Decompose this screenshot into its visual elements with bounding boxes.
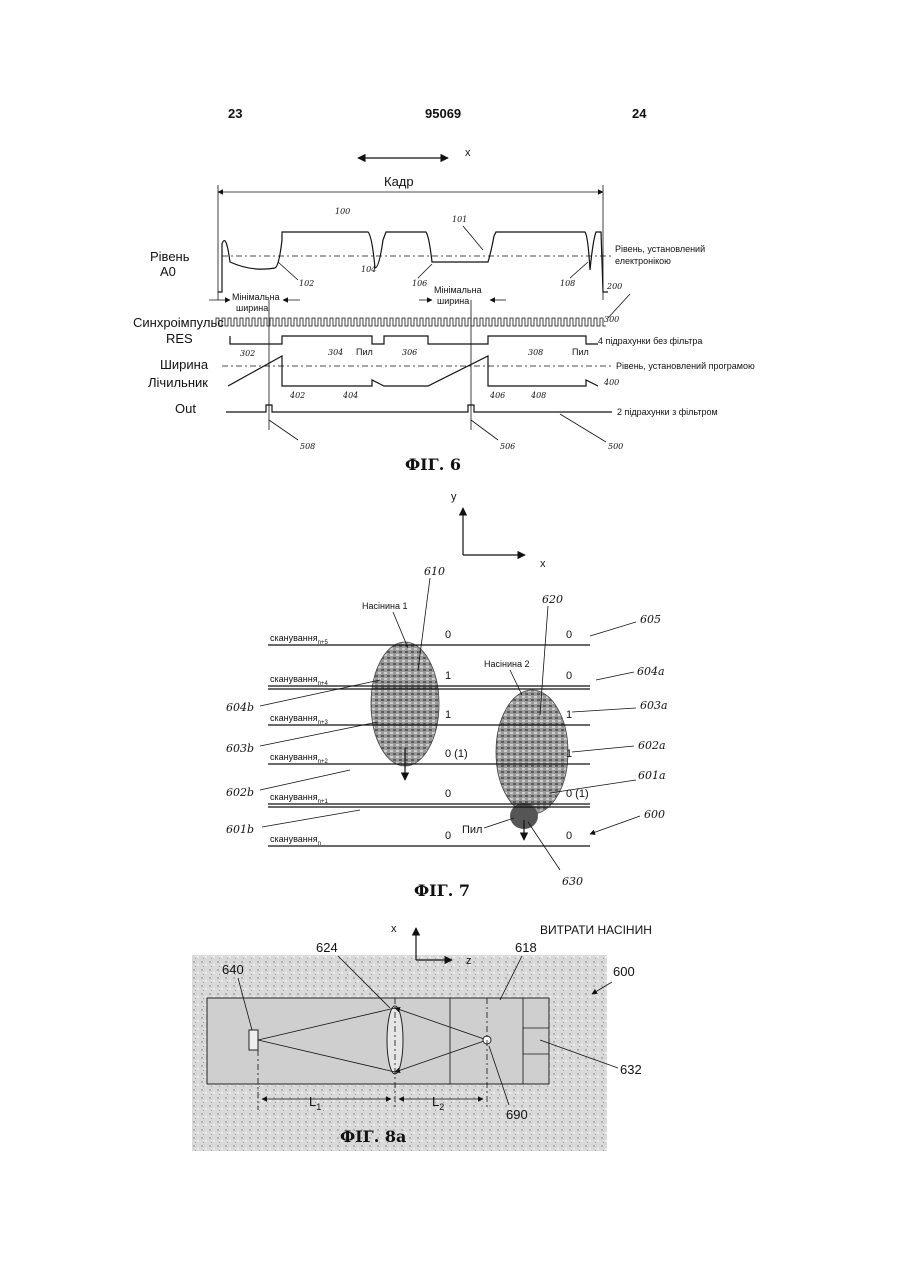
ref-604b: 604b [226,701,254,714]
scan-value-seed2: 0 [566,629,572,641]
level-label-2: A0 [160,264,176,279]
ref-690: 690 [506,1107,528,1122]
ref-508: 508 [300,442,315,451]
electronics-level-label-1: Рівень, установлений [615,244,705,254]
ref-500: 500 [608,442,623,451]
out-label: Out [175,401,196,416]
seed-2-label: Насінина 2 [484,659,529,669]
min-width-right-2: ширина [437,296,469,306]
scan-value-seed2: 1 [566,709,572,721]
fig6-axis-x: x [465,147,471,159]
detector-640 [249,1030,258,1050]
seed-1-label: Насінина 1 [362,601,407,611]
ref-402: 402 [289,391,305,400]
fig8a-axis-z: z [466,955,472,967]
scan-value-seed1: 0 [445,629,451,641]
ref-604a: 604a [637,665,665,678]
ref-630: 630 [562,875,583,888]
ref-406: 406 [489,391,505,400]
frame-label: Кадр [384,174,414,189]
fig8a-axis-x: x [391,923,397,935]
ref-603b: 603b [226,742,254,755]
counter-label: Лічильник [148,375,208,390]
ref-308: 308 [528,348,543,357]
dust-label-1: Пил [356,347,373,357]
ref-620: 620 [542,593,563,606]
scan-value-seed1: 1 [445,709,451,721]
scan-value-seed2: 1 [566,748,572,760]
min-width-right-1: Мінімальна [434,285,482,295]
ref-408: 408 [530,391,546,400]
seed-2 [496,690,568,814]
level-label-1: Рівень [150,249,190,264]
ref-102: 102 [299,279,314,288]
seed-1 [371,642,439,766]
scan-row-label: скануванняn+3 [270,713,328,726]
ref-602a: 602a [638,739,666,752]
ref-600-fig8a: 600 [613,964,635,979]
out-signal [226,405,612,412]
electronics-level-label-2: електронікою [615,256,671,266]
dust-label-fig7: Пил [462,824,482,836]
scan-row-label: скануванняn+5 [270,633,328,646]
ref-618: 618 [515,940,537,955]
scan-row-label: скануванняn+1 [270,792,328,805]
fig7-axis-x: x [540,558,546,570]
ref-624: 624 [316,940,338,955]
note-no-filter: 4 підрахунки без фільтра [598,336,702,346]
ref-506: 506 [500,442,515,451]
counter-ramp [228,356,598,386]
fig7-axis-y: y [451,491,457,503]
res-label: RES [166,331,193,346]
min-width-left-2: ширина [236,303,268,313]
scan-value-seed1: 0 (1) [445,748,468,760]
ref-640: 640 [222,962,244,977]
ref-304: 304 [328,348,343,357]
fig8a-diagram: ВИТРАТИ НАСІНИН x z L1 L2 640 624 618 60… [192,923,652,1151]
scan-value-seed1: 1 [445,670,451,682]
ref-632: 632 [620,1062,642,1077]
ref-302: 302 [240,349,255,358]
ref-400: 400 [603,378,619,387]
ref-300: 300 [604,315,619,324]
ref-610: 610 [424,565,445,578]
fig6-caption: ФІГ. 6 [405,455,461,474]
ref-200: 200 [606,282,622,291]
ref-101: 101 [452,215,467,224]
ref-106: 106 [412,279,427,288]
width-label: Ширина [160,357,209,372]
note-with-filter: 2 підрахунки з фільтром [617,407,718,417]
ref-600: 600 [644,808,665,821]
ref-108: 108 [560,279,575,288]
ref-100: 100 [335,207,350,216]
fig6-diagram: x Кадр Рівень A0 Рівень, установлений ел… [133,147,755,474]
scan-value-seed1: 0 [445,788,451,800]
sync-label: Синхроімпульс [133,315,224,330]
res-signal [230,336,598,344]
ref-306: 306 [402,348,417,357]
ref-404: 404 [342,391,358,400]
fig8a-caption: ФІГ. 8a [340,1127,406,1146]
fig7-diagram: y x Насінина 1 Насінина 2 610 620 Пил 63… [226,491,668,900]
scan-row-label: скануванняn+2 [270,752,328,765]
scan-value-seed1: 0 [445,830,451,842]
fig8a-title: ВИТРАТИ НАСІНИН [540,923,652,937]
dust-label-2: Пил [572,347,589,357]
scan-row-label: скануванняn+4 [270,674,328,687]
ref-601a: 601a [638,769,666,782]
note-program-level: Рівень, установлений програмою [616,361,755,371]
min-width-left-1: Мінімальна [232,292,280,302]
sync-pulses [216,318,606,326]
ref-104: 104 [361,265,376,274]
fig7-caption: ФІГ. 7 [414,881,470,900]
scan-value-seed2: 0 [566,830,572,842]
scan-value-seed2: 0 [566,670,572,682]
ref-605: 605 [640,613,661,626]
scan-row-label: скануванняn [270,834,321,847]
ref-601b: 601b [226,823,254,836]
ref-602b: 602b [226,786,254,799]
ref-603a: 603a [640,699,668,712]
